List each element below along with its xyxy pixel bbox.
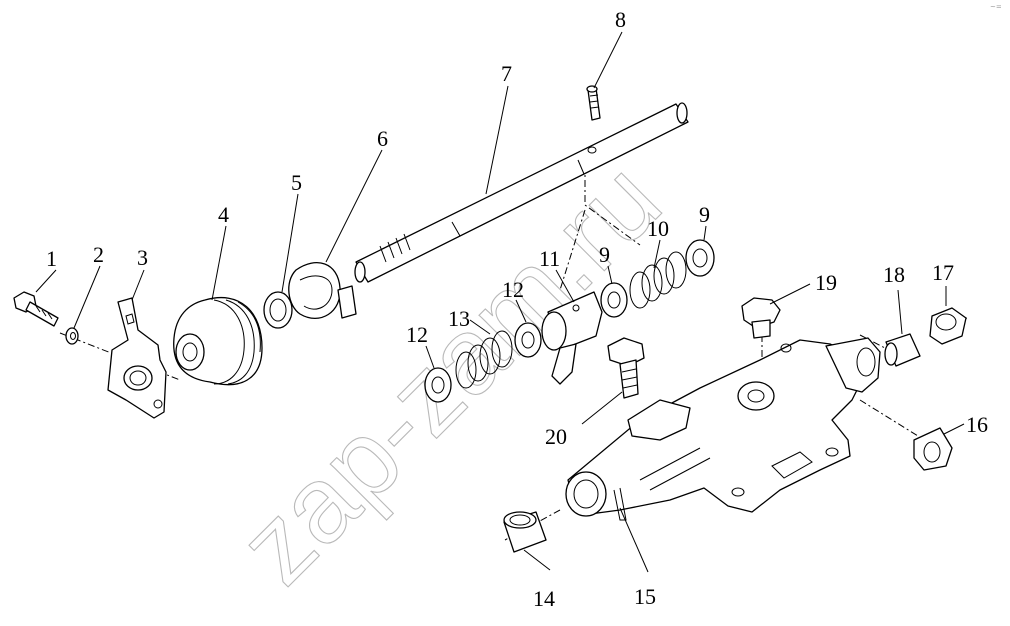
callout-numbers: 1 2 3 4 5 6 7 8 9 9 10 11 12 12 13 14 15… [46, 7, 988, 611]
sleeve-part-18 [884, 333, 921, 367]
callout-12-upper: 12 [502, 277, 524, 302]
callout-10: 10 [647, 216, 669, 241]
spring-part-10 [629, 251, 687, 309]
pin-part-8 [586, 85, 601, 121]
callout-2: 2 [93, 242, 104, 267]
callout-16: 16 [966, 412, 988, 437]
watermark-text: zap-zam.ru [216, 139, 684, 607]
corner-mark: ~= [990, 3, 1002, 11]
plug-part-16 [913, 427, 953, 471]
callout-11: 11 [539, 246, 560, 271]
washer-part-9 [600, 239, 715, 318]
callout-15: 15 [634, 584, 656, 609]
washer-part-2 [65, 327, 79, 345]
selector-part-11 [541, 291, 603, 385]
callout-12-lower: 12 [406, 322, 428, 347]
callout-4: 4 [218, 202, 229, 227]
housing-part-15 [565, 337, 881, 521]
washer-part-12 [424, 322, 542, 403]
callout-13: 13 [448, 306, 470, 331]
seal-ring-part-5 [263, 291, 293, 329]
callout-8: 8 [615, 7, 626, 32]
shaft-part-7 [354, 102, 689, 283]
bushing-part-14 [503, 511, 547, 553]
bolt-part-1 [13, 291, 59, 327]
callout-1: 1 [46, 246, 57, 271]
spring-part-13 [455, 330, 513, 389]
callout-7: 7 [501, 61, 512, 86]
lever-bracket-part-3 [107, 297, 167, 419]
callout-17: 17 [932, 260, 954, 285]
callout-3: 3 [137, 245, 148, 270]
plug-bolt-part-19 [741, 297, 781, 339]
clamp-part-6 [288, 262, 357, 319]
callout-20: 20 [545, 424, 567, 449]
callout-14: 14 [533, 586, 555, 611]
callout-9-left: 9 [599, 242, 610, 267]
callout-5: 5 [291, 170, 302, 195]
cap-part-17 [929, 307, 967, 345]
rubber-boot-part-4 [173, 296, 263, 386]
callout-6: 6 [377, 126, 388, 151]
callout-9-right: 9 [699, 202, 710, 227]
callout-19: 19 [815, 270, 837, 295]
callout-18: 18 [883, 262, 905, 287]
bolt-part-20 [607, 337, 645, 399]
leader-lines [35, 31, 965, 573]
